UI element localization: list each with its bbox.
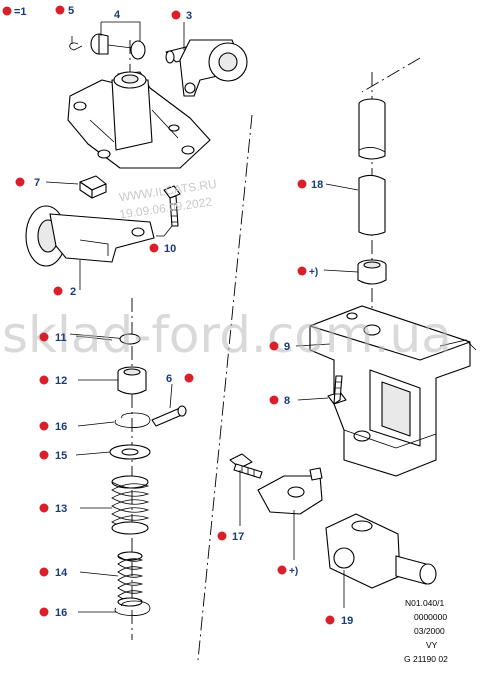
callout-9: 9 bbox=[269, 341, 290, 353]
callout-19: 19 bbox=[325, 615, 353, 627]
part-17-bolt bbox=[229, 453, 263, 479]
part-3-selector-lever bbox=[165, 39, 248, 97]
callout-6: 6 bbox=[166, 373, 194, 385]
reference-line: 03/2000 bbox=[414, 626, 445, 636]
svg-text:2: 2 bbox=[70, 286, 76, 298]
part-4-bush bbox=[90, 33, 146, 60]
callout-17: 17 bbox=[217, 531, 244, 543]
reference-line: G 21190 02 bbox=[404, 654, 448, 664]
part-plus-interlock-plate bbox=[257, 467, 323, 515]
svg-text:18: 18 bbox=[311, 179, 323, 191]
callout-16-lower: 16 bbox=[39, 607, 67, 619]
part-18-shaft bbox=[358, 98, 386, 236]
callout-8: 8 bbox=[269, 395, 290, 407]
part-6-pin bbox=[151, 405, 187, 427]
callout-4: 4 bbox=[114, 9, 121, 21]
part-7-guide-block bbox=[79, 175, 107, 199]
selector-housing-bracket bbox=[67, 71, 211, 169]
part-16-circlip-upper bbox=[114, 412, 151, 428]
callout-10: 10 bbox=[149, 243, 176, 255]
svg-text:5: 5 bbox=[68, 5, 74, 17]
callout-plus-upper: +) bbox=[297, 266, 318, 278]
callout-14: 14 bbox=[39, 567, 68, 579]
part-19-yoke bbox=[325, 513, 437, 589]
svg-text:7: 7 bbox=[34, 177, 40, 189]
part-13-spring-large bbox=[111, 475, 150, 535]
svg-text:16: 16 bbox=[55, 421, 67, 433]
part-15-washer bbox=[109, 444, 151, 460]
part-5-circlip bbox=[69, 42, 83, 51]
svg-text:13: 13 bbox=[55, 503, 67, 515]
legend-label: =1 bbox=[14, 6, 27, 18]
svg-text:12: 12 bbox=[55, 375, 67, 387]
watermark-sklad-ford: sklad-ford.com.ua bbox=[2, 306, 452, 364]
reference-line: VY bbox=[426, 640, 438, 650]
svg-text:10: 10 bbox=[164, 243, 176, 255]
part-10-bolt bbox=[163, 185, 181, 227]
svg-text:8: 8 bbox=[284, 395, 290, 407]
svg-text:4: 4 bbox=[114, 9, 121, 21]
callout-3: 3 bbox=[171, 10, 192, 22]
svg-text:+): +) bbox=[309, 267, 318, 278]
part-14-spring-small bbox=[117, 551, 144, 607]
svg-text:+): +) bbox=[289, 566, 298, 577]
svg-text:9: 9 bbox=[284, 341, 290, 353]
callout-13: 13 bbox=[39, 503, 67, 515]
callout-5: 5 bbox=[55, 5, 74, 17]
part-12-bush bbox=[117, 366, 147, 395]
svg-text:15: 15 bbox=[55, 450, 67, 462]
leader-lines bbox=[45, 21, 359, 613]
reference-line: 0000000 bbox=[414, 612, 447, 622]
svg-text:11: 11 bbox=[55, 332, 67, 344]
callout-18: 18 bbox=[297, 179, 323, 191]
reference-line: N01.040/1 bbox=[405, 598, 444, 608]
svg-text:14: 14 bbox=[55, 567, 68, 579]
part-16-circlip-lower bbox=[114, 600, 151, 616]
svg-text:17: 17 bbox=[232, 531, 244, 543]
svg-text:19: 19 bbox=[341, 615, 353, 627]
callout-15: 15 bbox=[39, 450, 67, 462]
svg-text:6: 6 bbox=[166, 373, 172, 385]
svg-text:16: 16 bbox=[55, 607, 67, 619]
watermark-ilcats: WWW.ILCATS.RU 19.09.06.09.2022 bbox=[118, 177, 217, 222]
part-2-selector-finger bbox=[25, 205, 155, 267]
part-plus-bush-upper bbox=[357, 259, 387, 285]
part-11-roll-pin bbox=[69, 333, 141, 345]
callout-11: 11 bbox=[39, 332, 67, 344]
part-8-bolt bbox=[327, 375, 347, 405]
callout-12: 12 bbox=[39, 375, 67, 387]
callout-7: 7 bbox=[15, 177, 40, 189]
svg-text:3: 3 bbox=[186, 10, 192, 22]
callout-plus-lower: +) bbox=[277, 565, 298, 577]
callout-16-upper: 16 bbox=[39, 421, 67, 433]
part-9-selector-bracket bbox=[309, 305, 477, 477]
callout-2: 2 bbox=[53, 286, 76, 298]
legend-dot bbox=[2, 6, 12, 16]
legend: =1 bbox=[2, 6, 27, 18]
reference-block: N01.040/1 0000000 03/2000 VY G 21190 02 bbox=[404, 598, 448, 664]
